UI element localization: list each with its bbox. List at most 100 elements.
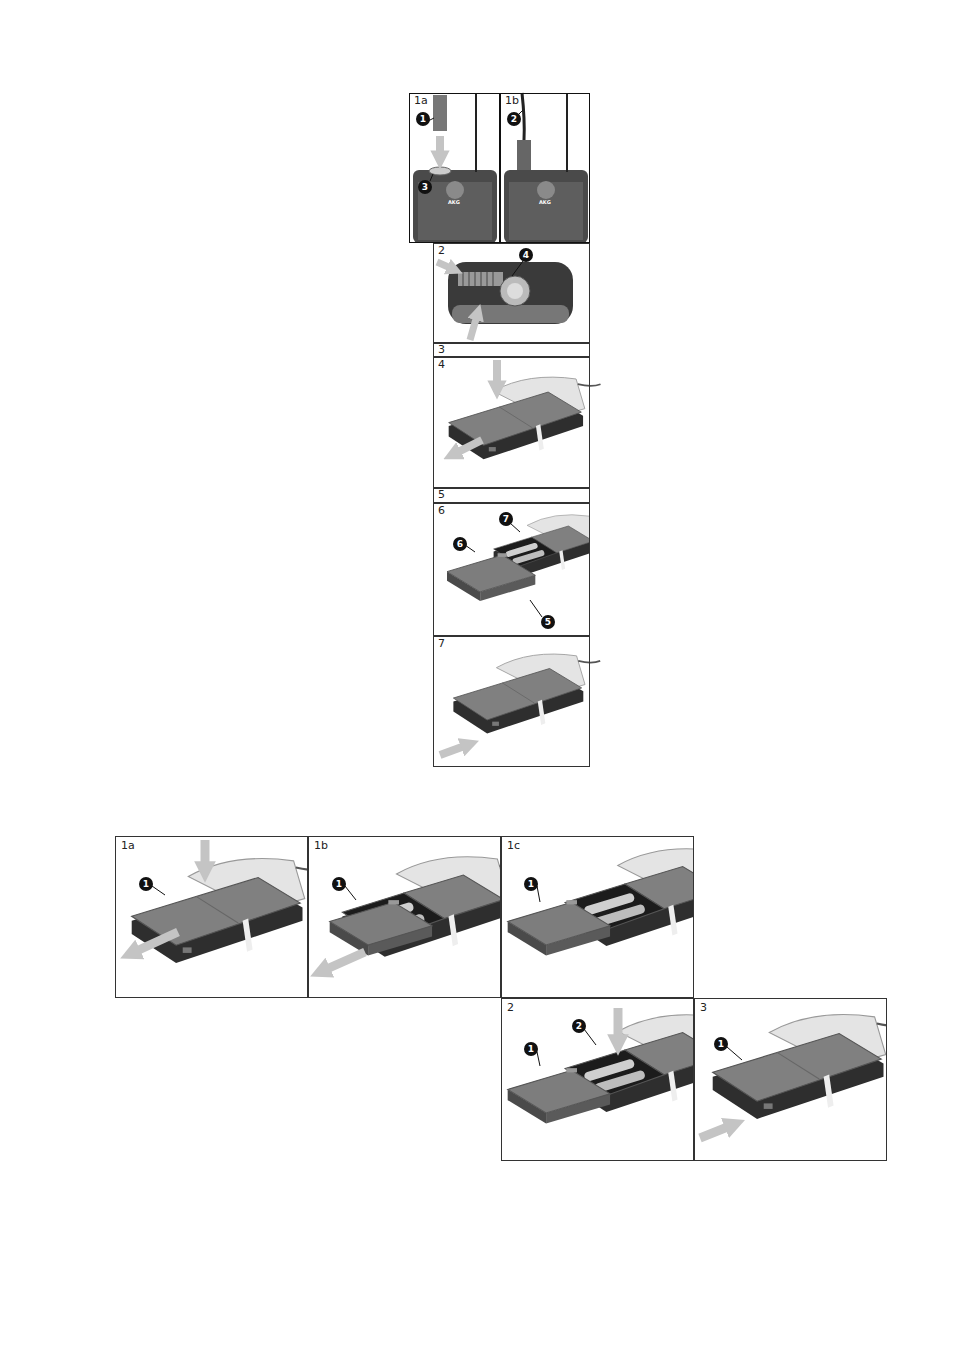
transmitter-top-part	[512, 261, 523, 276]
transmitter-front-part	[522, 93, 524, 140]
transmitter-front-part	[537, 181, 555, 199]
bodypack-illustration-part	[508, 900, 610, 955]
transmitter-front	[504, 93, 588, 243]
panel-number: 3	[700, 1002, 707, 1014]
transmitter-front-part	[413, 170, 497, 243]
panel-number: 1c	[507, 840, 520, 852]
panel-number: 3	[438, 344, 445, 356]
panel-frame: 2 1 2	[501, 998, 694, 1161]
bodypack-illustration-part	[614, 1008, 623, 1045]
bodypack-illustration	[440, 654, 600, 755]
panel-frame: 1b1	[308, 836, 501, 998]
transmitter-front-part	[519, 110, 523, 114]
panel-number: 1b	[314, 840, 328, 852]
bodypack-illustration-part	[713, 1015, 906, 1119]
bodypack-illustration-part	[713, 1015, 906, 1119]
panel-frame: 24	[433, 243, 590, 343]
transmitter-front-part	[430, 174, 433, 181]
panel-frame: 1a 1 3	[409, 93, 500, 243]
callout-number: 2	[507, 112, 521, 126]
transmitter-front-part	[475, 93, 477, 172]
bodypack-illustration	[130, 840, 325, 963]
bodypack-illustration-part	[493, 360, 501, 390]
logo-text: AKG	[448, 199, 460, 205]
logo-text: AKG	[539, 199, 551, 205]
bodypack-illustration-part	[508, 849, 745, 956]
transmitter-top-part	[458, 272, 503, 286]
transmitter-front-part	[429, 167, 451, 175]
bodypack-illustration-part	[537, 886, 540, 902]
bodypack-illustration-part	[320, 952, 365, 972]
bodypack-illustration-part	[508, 1068, 610, 1123]
bodypack-illustration-part	[130, 932, 178, 954]
bodypack-illustration	[320, 857, 527, 972]
callout-number: 3	[418, 180, 432, 194]
panel-number: 4	[438, 359, 445, 371]
bodypack-illustration-part	[345, 886, 356, 900]
transmitter-front-part	[566, 93, 568, 172]
bodypack-illustration-part	[584, 1029, 596, 1045]
panel-number: 2	[438, 245, 445, 257]
bodypack-illustration	[700, 1015, 906, 1138]
bodypack-illustration-part	[453, 654, 600, 733]
bodypack-illustration	[447, 515, 608, 617]
transmitter-front-part	[436, 136, 444, 160]
transmitter-front-part	[504, 170, 588, 243]
bodypack-illustration	[508, 849, 745, 956]
callout-number: 4	[519, 248, 533, 262]
callout-number: 1	[524, 877, 538, 891]
bodypack-illustration-part	[152, 886, 165, 895]
bodypack-illustration-part	[700, 1124, 735, 1138]
panel-frame: 31	[694, 998, 887, 1161]
transmitter-top	[437, 261, 573, 340]
transmitter-front-part	[433, 95, 447, 131]
bodypack-illustration-part	[330, 857, 527, 957]
panel-frame: 1c 1	[501, 836, 694, 998]
panel-frame: 3	[433, 343, 590, 357]
bodypack-illustration-part	[132, 859, 325, 963]
bodypack-illustration-part	[449, 377, 601, 459]
bodypack-illustration-part	[530, 600, 542, 617]
bodypack-illustration-part	[510, 523, 520, 532]
bodypack-illustration-part	[452, 440, 482, 455]
callout-number: 1	[524, 1042, 538, 1056]
panel-number: 1a	[414, 95, 428, 107]
callout-number: 1	[416, 112, 430, 126]
transmitter-front	[413, 93, 497, 243]
panel-frame: 4	[433, 357, 590, 488]
callout-number: 5	[541, 615, 555, 629]
callout-number: 1	[714, 1037, 728, 1051]
panel-number: 7	[438, 638, 445, 650]
bodypack-illustration-part	[132, 859, 325, 963]
bodypack-illustration	[508, 1008, 745, 1124]
callout-number: 1	[139, 877, 153, 891]
transmitter-front-part	[446, 181, 464, 199]
transmitter-top-part	[470, 312, 478, 340]
callout-number: 2	[572, 1019, 586, 1033]
panel-frame: 1a 1	[115, 836, 308, 998]
bodypack-illustration-part	[537, 1052, 540, 1066]
bodypack-illustration-part	[508, 1015, 745, 1124]
panel-frame: 5	[433, 488, 590, 503]
bodypack-illustration-part	[727, 1047, 742, 1060]
panel-number: 1b	[505, 95, 519, 107]
callout-number: 6	[453, 537, 467, 551]
transmitter-front-part	[517, 140, 531, 170]
bodypack-illustration-part	[440, 744, 470, 755]
transmitter-top-part	[507, 283, 523, 299]
bodypack-illustration-part	[447, 515, 608, 601]
panel-frame: 7	[433, 636, 590, 767]
bodypack-illustration-part	[201, 840, 210, 872]
panel-number: 2	[507, 1002, 514, 1014]
bodypack-illustration-part	[330, 900, 432, 955]
panel-number: 1a	[121, 840, 135, 852]
transmitter-front-part	[509, 182, 583, 240]
panel-frame: 1b2	[500, 93, 590, 243]
bodypack-illustration	[449, 360, 601, 459]
bodypack-illustration-part	[447, 553, 535, 601]
panel-number: 5	[438, 489, 445, 501]
transmitter-top-part	[463, 272, 493, 286]
transmitter-top-part	[448, 262, 573, 324]
transmitter-top-part	[500, 276, 530, 306]
